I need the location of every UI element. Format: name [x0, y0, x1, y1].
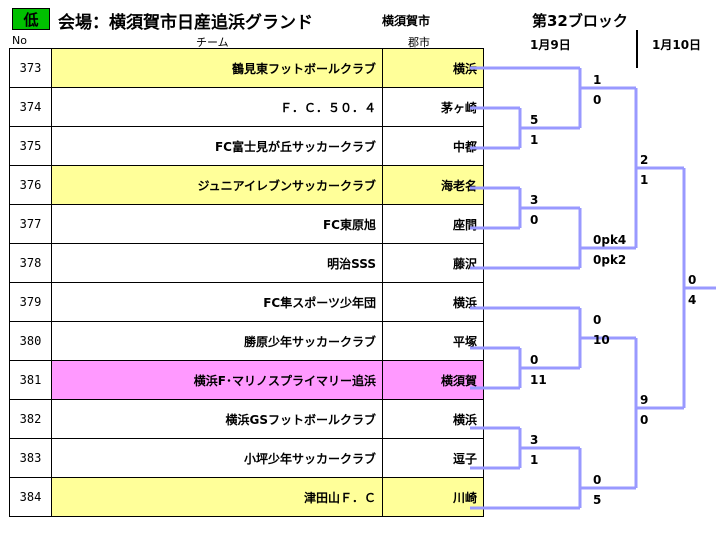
team-city: 川崎 — [382, 477, 484, 517]
match-score: 0 — [593, 473, 602, 487]
team-city: 横浜 — [382, 282, 484, 322]
match-score: 1 — [593, 73, 602, 87]
team-city: 横浜 — [382, 48, 484, 88]
venue-title: 会場：横須賀市日産追浜グランド — [58, 13, 313, 33]
date-day1: 1月9日 — [530, 38, 571, 52]
match-score: 1 — [530, 133, 539, 147]
team-name: 鶴見東フットボールクラブ — [51, 48, 383, 88]
match-score: 0 — [593, 313, 602, 327]
date-divider — [636, 30, 638, 68]
team-city: 横浜 — [382, 399, 484, 439]
team-name: FC富士見が丘サッカークラブ — [51, 126, 383, 166]
team-city: 藤沢 — [382, 243, 484, 283]
team-name: ジュニアイレブンサッカークラブ — [51, 165, 383, 205]
team-city: 海老名 — [382, 165, 484, 205]
match-score: 11 — [530, 373, 547, 387]
match-score: 0 — [530, 353, 539, 367]
match-score: 4 — [688, 293, 697, 307]
match-score: 0 — [640, 413, 649, 427]
team-number: 380 — [9, 321, 52, 361]
team-name: FC東原旭 — [51, 204, 383, 244]
team-number: 379 — [9, 282, 52, 322]
match-score: 0 — [688, 273, 697, 287]
match-score: 0 — [593, 93, 602, 107]
match-score: 2 — [640, 153, 649, 167]
column-header-no: No — [12, 34, 27, 47]
team-number: 374 — [9, 87, 52, 127]
match-score: 5 — [593, 493, 602, 507]
team-number: 376 — [9, 165, 52, 205]
match-score: 3 — [530, 193, 539, 207]
team-number: 381 — [9, 360, 52, 400]
team-city: 横須賀 — [382, 360, 484, 400]
match-score: 5 — [530, 113, 539, 127]
level-badge: 低 — [12, 8, 50, 30]
match-score: 0pk2 — [593, 253, 627, 267]
team-name: 横浜F･マリノスプライマリー追浜 — [51, 360, 383, 400]
team-city: 座間 — [382, 204, 484, 244]
match-score: 9 — [640, 393, 649, 407]
block-title: 第32ブロック — [532, 12, 628, 30]
match-score: 0pk4 — [593, 233, 627, 247]
team-city: 逗子 — [382, 438, 484, 478]
team-number: 373 — [9, 48, 52, 88]
column-header-team: チーム — [196, 36, 229, 49]
match-score: 1 — [530, 453, 539, 467]
match-score: 0 — [530, 213, 539, 227]
match-score: 3 — [530, 433, 539, 447]
team-name: 津田山Ｆ．Ｃ — [51, 477, 383, 517]
date-day2: 1月10日 — [652, 38, 702, 52]
host-city-label: 横須賀市 — [382, 14, 431, 28]
team-city: 茅ヶ崎 — [382, 87, 484, 127]
team-name: 明治SSS — [51, 243, 383, 283]
team-number: 384 — [9, 477, 52, 517]
team-city: 中都 — [382, 126, 484, 166]
match-score: 1 — [640, 173, 649, 187]
team-name: Ｆ．Ｃ．５０．４ — [51, 87, 383, 127]
match-score: 10 — [593, 333, 610, 347]
column-header-city: 郡市 — [408, 36, 430, 49]
